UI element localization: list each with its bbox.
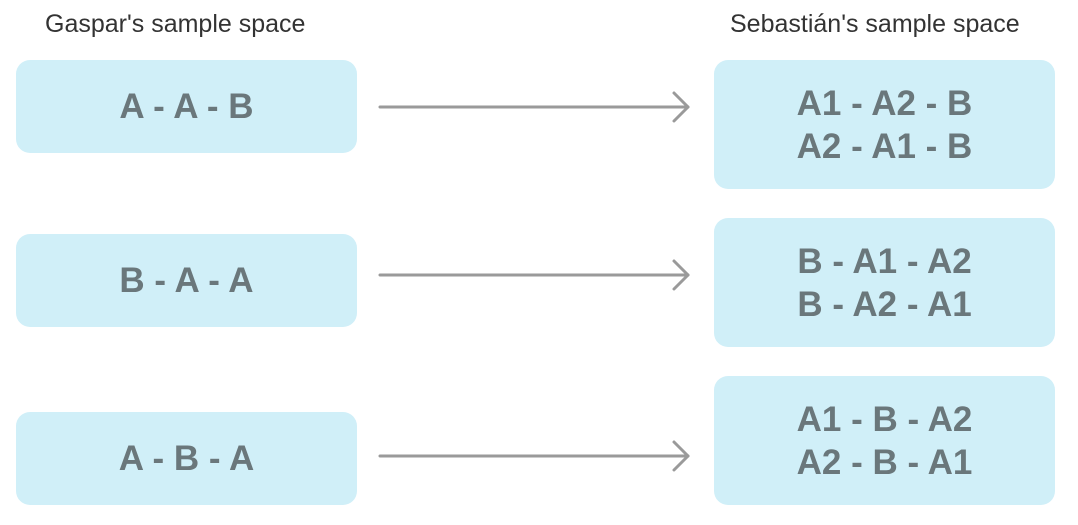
- sebastian-sample-space-title: Sebastián's sample space: [730, 10, 1020, 38]
- right-arrow-icon: [378, 87, 694, 127]
- gaspar-outcome-label: A - A - B: [119, 87, 254, 126]
- sebastian-outcome-box: B - A1 - A2 B - A2 - A1: [714, 218, 1055, 347]
- right-arrow-icon: [378, 255, 694, 295]
- sebastian-outcome-label: A2 - A1 - B: [796, 126, 973, 166]
- right-arrow-icon: [378, 436, 694, 476]
- sebastian-outcome-label: A1 - B - A2: [796, 399, 973, 439]
- gaspar-outcome-box: B - A - A: [16, 234, 357, 327]
- gaspar-outcome-label: B - A - A: [119, 261, 254, 300]
- sebastian-outcome-box: A1 - B - A2 A2 - B - A1: [714, 376, 1055, 505]
- sebastian-outcome-label: B - A2 - A1: [797, 284, 972, 324]
- sebastian-outcome-label: A1 - A2 - B: [796, 83, 973, 123]
- gaspar-outcome-box: A - A - B: [16, 60, 357, 153]
- sebastian-outcome-label: A2 - B - A1: [796, 442, 973, 482]
- gaspar-sample-space-title: Gaspar's sample space: [45, 10, 306, 38]
- gaspar-outcome-label: A - B - A: [118, 439, 255, 478]
- gaspar-outcome-box: A - B - A: [16, 412, 357, 505]
- sebastian-outcome-box: A1 - A2 - B A2 - A1 - B: [714, 60, 1055, 189]
- sebastian-outcome-label: B - A1 - A2: [797, 241, 972, 281]
